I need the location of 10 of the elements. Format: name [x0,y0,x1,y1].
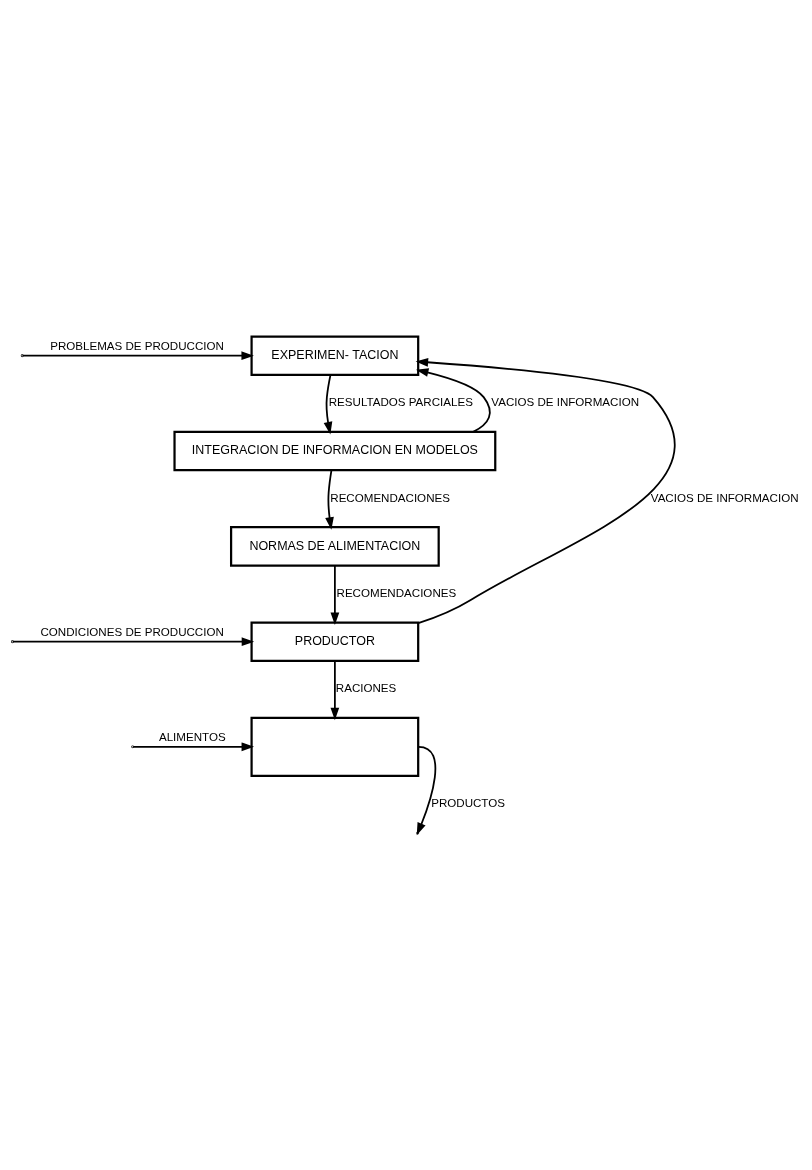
edge-label: VACIOS DE INFORMACION [491,396,640,409]
edge-label: ALIMENTOS [158,730,226,743]
edge-label: RECOMENDACIONES [330,491,450,504]
edge-label: RACIONES [335,682,397,695]
edge-label: RECOMENDACIONES [336,587,457,600]
edge-label: CONDICIONES DE PRODUCCION [40,625,224,638]
edge-label: VACIOS DE INFORMACION [650,491,799,504]
edge-label: PRODUCTOS [431,797,505,810]
edge-label: PROBLEMAS DE PRODUCCION [50,339,224,352]
edge-label: RESULTADOS PARCIALES [328,396,473,409]
